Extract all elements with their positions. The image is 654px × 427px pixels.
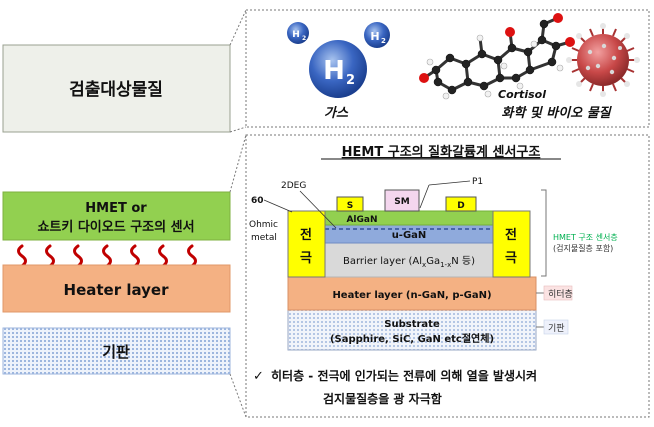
right-electrode-bottom: 극 xyxy=(505,251,517,266)
heat-squiggle xyxy=(73,244,83,268)
source-label: S xyxy=(347,201,353,211)
left-electrode-bottom: 극 xyxy=(300,251,312,266)
virus-icon xyxy=(566,23,640,97)
svg-text:2: 2 xyxy=(381,37,386,45)
sensor-box-line2: 쇼트키 다이오드 구조의 센서 xyxy=(37,219,194,235)
substrate-label: 기판 xyxy=(102,343,130,361)
right-electrode-top: 전 xyxy=(505,227,517,243)
heater-layer-label: Heater layer xyxy=(64,281,170,299)
substrate-box xyxy=(2,327,231,375)
substrate-layer-line1: Substrate xyxy=(384,319,440,330)
ugan-label: u-GaN xyxy=(392,230,427,241)
barrier-layer-text: Barrier layer (AlxGa1-xN 등) xyxy=(343,255,475,269)
gas-caption: 가스 xyxy=(324,105,349,121)
cortisol-label: Cortisol xyxy=(498,88,546,101)
side-heater-bg xyxy=(543,285,573,301)
heat-squiggle xyxy=(45,244,55,268)
sensor-box xyxy=(2,191,231,241)
label-60-leader xyxy=(263,199,293,213)
drain-contact xyxy=(445,196,477,212)
h2-small-bubble-right: H 2 xyxy=(364,22,390,48)
bio-caption: 화학 및 바이오 물질 xyxy=(501,105,612,121)
svg-text:H: H xyxy=(323,56,345,86)
label-2deg: 2DEG xyxy=(281,181,306,191)
substrate-layer xyxy=(287,309,537,351)
heater-layer xyxy=(287,276,537,311)
note-line2: 검지물질층을 광 자극함 xyxy=(323,391,442,406)
source-contact xyxy=(336,196,364,212)
cortisol-molecule-icon xyxy=(419,13,575,100)
right-electrode xyxy=(492,210,531,278)
structure-title: HEMT 구조의 질화갈륨계 센서구조 xyxy=(342,144,541,160)
heater-layer-text: Heater layer (n-GaN, p-GaN) xyxy=(332,290,491,301)
check-mark: ✓ xyxy=(253,369,264,384)
target-substance-box xyxy=(2,44,231,133)
sensing-material xyxy=(384,189,420,212)
side-hemt-line1: HMET 구조 센서층 xyxy=(553,232,618,242)
heat-squiggle xyxy=(17,244,27,268)
label-60: 60 xyxy=(251,196,264,206)
label-p1-leader xyxy=(428,180,471,186)
heat-squiggle xyxy=(130,244,140,268)
sm-label: SM xyxy=(394,197,409,207)
label-p1: P1 xyxy=(472,177,483,187)
left-electrode xyxy=(287,210,326,278)
algan-label: AlGaN xyxy=(346,215,377,225)
substrate-layer-line2: (Sapphire, SiC, GaN etc절연체) xyxy=(330,332,494,345)
note-line1: 히터층 - 전극에 인가되는 전류에 의해 열을 발생시켜 xyxy=(271,368,537,383)
label-2deg-leader xyxy=(299,190,337,229)
side-substrate-bg xyxy=(543,319,569,335)
heat-squiggle xyxy=(158,244,168,268)
side-hemt-line2: (검지물질층 포함) xyxy=(553,243,613,253)
label-p1-leader-2 xyxy=(419,184,430,209)
svg-text:H: H xyxy=(292,30,300,40)
heat-squiggles xyxy=(17,244,197,268)
label-ohmic: Ohmic xyxy=(249,220,278,230)
side-substrate-label: 기판 xyxy=(548,323,565,334)
svg-text:H: H xyxy=(370,30,379,43)
heat-squiggle xyxy=(102,244,112,268)
heater-layer-box xyxy=(2,264,231,313)
drain-label: D xyxy=(457,201,464,211)
left-electrode-top: 전 xyxy=(300,227,312,243)
heat-squiggle xyxy=(187,244,197,268)
svg-text:2: 2 xyxy=(302,35,306,42)
sensor-box-line1: HMET or xyxy=(85,201,147,216)
h2-small-bubble-left: H 2 xyxy=(287,22,309,44)
label-metal: metal xyxy=(251,233,277,243)
target-substance-label: 검출대상물질 xyxy=(69,79,163,100)
svg-text:2: 2 xyxy=(346,73,355,88)
side-heater-label: 히터층 xyxy=(548,289,573,300)
hemt-bracket xyxy=(541,189,547,277)
h2-large-bubble: H 2 xyxy=(309,40,367,98)
connector-lines xyxy=(229,9,247,418)
